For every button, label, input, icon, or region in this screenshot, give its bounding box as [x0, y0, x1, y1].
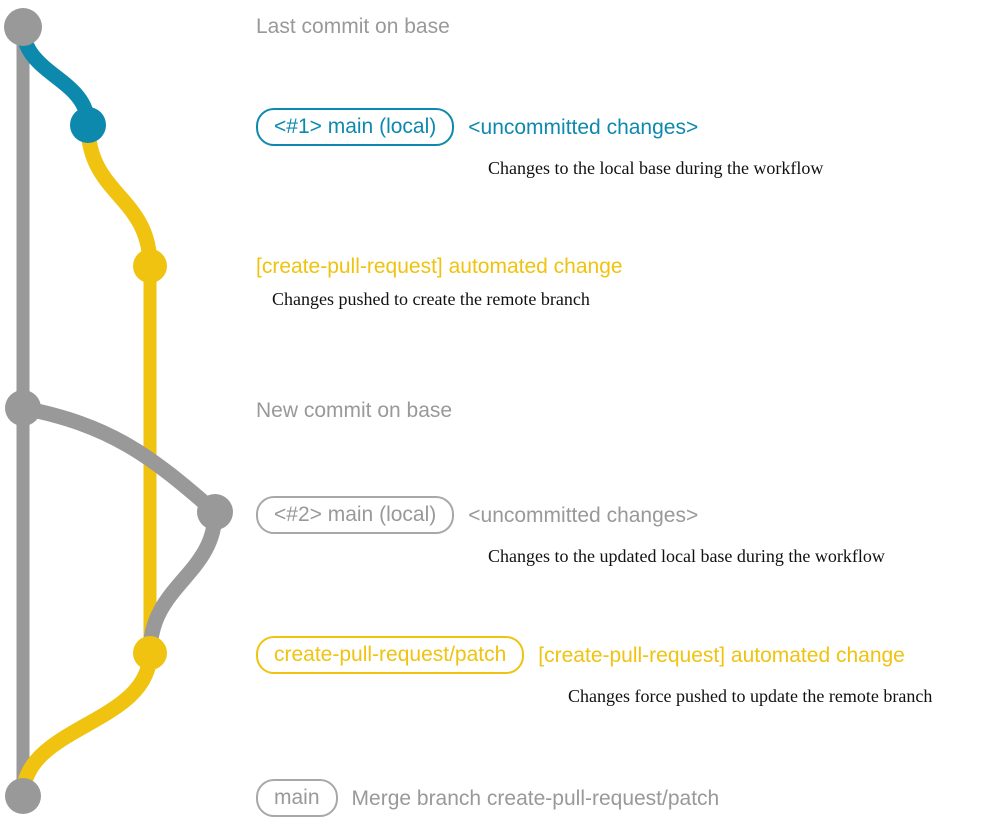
- row-headline-local-change-2: <uncommitted changes>: [468, 503, 699, 527]
- row-local-change-1: <#1> main (local) <uncommitted changes> …: [256, 108, 823, 177]
- badge-create-pull-request-patch[interactable]: create-pull-request/patch: [256, 636, 525, 674]
- row-last-commit-on-base: Last commit on base: [256, 16, 450, 37]
- row-local-change-2: <#2> main (local) <uncommitted changes> …: [256, 496, 885, 565]
- node-local-commit-1[interactable]: [70, 107, 106, 143]
- edge-local-branch-2: [15, 400, 223, 520]
- row-subtext-local-change-1: Changes to the local base during the wor…: [488, 158, 824, 178]
- row-new-commit-on-base: New commit on base: [256, 400, 452, 421]
- row-automated-change-2: create-pull-request/patch [create-pull-r…: [256, 636, 932, 705]
- node-merge-commit[interactable]: [5, 778, 41, 814]
- row-subtext-automated-change-2: Changes force pushed to update the remot…: [568, 686, 933, 706]
- row-headline-last-commit-on-base: Last commit on base: [256, 15, 450, 38]
- edge-patch-branch-1: [80, 117, 158, 274]
- edge-local2-to-patch2: [142, 504, 223, 661]
- node-patch-commit-2[interactable]: [133, 636, 167, 670]
- row-merge-commit: main Merge branch create-pull-request/pa…: [256, 779, 719, 817]
- row-automated-change-2-line: create-pull-request/patch [create-pull-r…: [256, 636, 932, 674]
- badge-main-local-2[interactable]: <#2> main (local): [256, 496, 455, 534]
- row-automated-change-1: [create-pull-request] automated change C…: [256, 256, 623, 308]
- row-headline-automated-change-2: [create-pull-request] automated change: [538, 643, 905, 667]
- row-merge-commit-line: main Merge branch create-pull-request/pa…: [256, 779, 719, 817]
- node-base-commit-top[interactable]: [4, 8, 42, 46]
- row-headline-automated-change-1: [create-pull-request] automated change: [256, 255, 623, 278]
- node-base-commit-new[interactable]: [5, 390, 41, 426]
- badge-main[interactable]: main: [256, 779, 338, 817]
- row-headline-new-commit-on-base: New commit on base: [256, 399, 453, 422]
- badge-main-local-1[interactable]: <#1> main (local): [256, 108, 455, 146]
- row-subtext-automated-change-1: Changes pushed to create the remote bran…: [272, 289, 590, 309]
- row-local-change-2-line: <#2> main (local) <uncommitted changes>: [256, 496, 885, 534]
- row-headline-merge-commit: Merge branch create-pull-request/patch: [351, 786, 720, 810]
- node-local-commit-2[interactable]: [197, 494, 233, 530]
- node-patch-commit-1[interactable]: [133, 249, 167, 283]
- edge-merge-into-main: [15, 645, 158, 804]
- row-local-change-1-line: <#1> main (local) <uncommitted changes>: [256, 108, 823, 146]
- row-subtext-local-change-2: Changes to the updated local base during…: [488, 546, 885, 566]
- row-headline-local-change-1: <uncommitted changes>: [468, 115, 699, 139]
